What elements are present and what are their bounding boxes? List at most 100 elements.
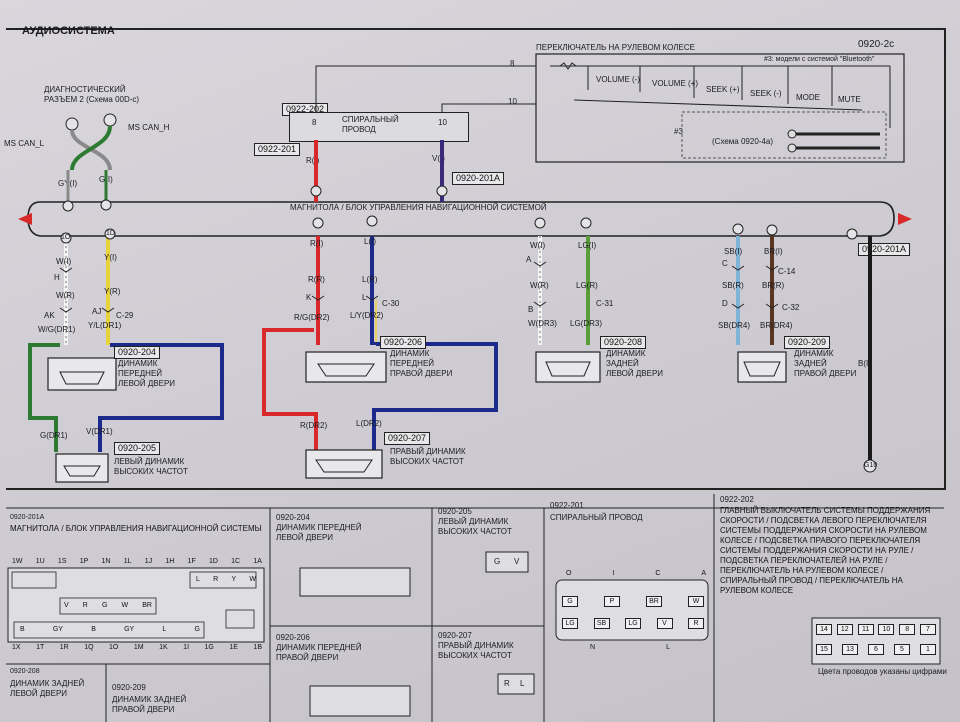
spiral-name-1: СПИРАЛЬНЫЙ	[342, 115, 399, 124]
node-1o: 1O	[61, 234, 71, 241]
c5-connector-body	[811, 617, 941, 665]
c1-pin-cell: G	[101, 602, 108, 609]
rl-wire-lgr: LG(R)	[576, 281, 598, 290]
c7-pin-r: R	[504, 679, 510, 688]
fl-name-1: ДИНАМИК	[118, 359, 158, 368]
right-arrow-icon	[898, 213, 912, 225]
c4-pin-cell: W	[688, 596, 704, 607]
wire-8-label: 8	[510, 59, 515, 68]
c6-connector-body	[309, 685, 411, 717]
c1-pin-label: 1J	[144, 558, 153, 565]
fl-split-ak: AK	[44, 311, 55, 320]
can-h-label: MS CAN_H	[128, 123, 170, 132]
c3-title-2: ВЫСОКИХ ЧАСТОТ	[438, 527, 512, 536]
c4-connector-body	[555, 579, 709, 641]
rr-wire-sbr: SB(R)	[722, 281, 744, 290]
c1-pin-label: 1C	[231, 558, 241, 565]
c4-pin-cell: G	[562, 596, 578, 607]
rl-name-1: ДИНАМИК	[606, 349, 646, 358]
fr-name-2: ПЕРЕДНЕЙ	[390, 359, 435, 368]
c1-pin-cell: BR	[142, 602, 152, 609]
fr-wire-rg: R/G(DR2)	[294, 313, 330, 322]
c5-pin-cell: 13	[842, 644, 858, 655]
c1-pin-label: 1H	[165, 558, 175, 565]
steering-switch-title: ПЕРЕКЛЮЧАТЕЛЬ НА РУЛЕВОМ КОЛЕСЕ	[536, 43, 695, 52]
diag-title: ДИАГНОСТИЧЕСКИЙ	[44, 85, 126, 94]
c7-title-2: ВЫСОКИХ ЧАСТОТ	[438, 651, 512, 660]
rr-wire-brdr4: BR(DR4)	[760, 321, 793, 330]
spiral-wire-r: R(I)	[306, 156, 320, 165]
c5-pin-cell: 15	[816, 644, 832, 655]
tr-wire-l: L(DR2)	[356, 419, 382, 428]
headunit-label: МАГНИТОЛА / БЛОК УПРАВЛЕНИЯ НАВИГАЦИОННО…	[290, 203, 547, 212]
rl-wire-wr: W(R)	[530, 281, 549, 290]
fl-wire-y: Y(I)	[104, 253, 117, 262]
c1-pin-label: 1E	[229, 644, 238, 651]
bluetooth-dashed-box	[681, 111, 887, 159]
tl-wire-v: V(DR1)	[86, 427, 113, 436]
c1-pin-cell: Y	[231, 576, 237, 583]
c2-connector-body	[299, 567, 411, 597]
rr-split-c: C	[722, 259, 728, 268]
c4-code: 0922-201	[550, 501, 584, 510]
fr-wire-rr: R(R)	[308, 275, 325, 284]
c3-pin-v: V	[514, 557, 520, 566]
c4-pin-label: A	[701, 570, 706, 577]
c3-pin-g: G	[494, 557, 501, 566]
spiral-pin-10: 10	[438, 118, 447, 127]
c5-pin-cell: 6	[868, 644, 884, 655]
rl-wire-lg: LG(I)	[578, 241, 597, 250]
ground-node: G10	[864, 462, 878, 469]
c4-pin-cell: SB	[593, 618, 610, 629]
c1-pin-label: 1B	[253, 644, 262, 651]
c1-pin-label: 1S	[57, 558, 67, 565]
c4-pin-cell: BR	[646, 596, 662, 607]
c3-code: 0920-205	[438, 507, 472, 516]
page-code: 0920-2с	[858, 39, 895, 50]
fr-name-1: ДИНАМИК	[390, 349, 430, 358]
c1-pin-cell: L	[162, 626, 167, 633]
rl-wire-w: W(I)	[530, 241, 546, 250]
page-right-border	[944, 28, 946, 490]
c1-pin-cell: GY	[52, 626, 63, 633]
c4-pin-label: N	[590, 644, 596, 651]
c1-pin-cell: L	[196, 576, 200, 583]
tl-name-2: ВЫСОКИХ ЧАСТОТ	[114, 467, 188, 476]
steering-switch-box	[535, 53, 905, 163]
c1-pin-cell: B	[91, 626, 96, 633]
c3-title-1: ЛЕВЫЙ ДИНАМИК	[438, 517, 509, 526]
fl-code: 0920-204	[114, 346, 161, 359]
rr-conn-c32: C-32	[782, 303, 800, 312]
tr-code: 0920-207	[384, 432, 431, 445]
switch-volume-minus: VOLUME (-)	[596, 75, 640, 84]
spiral-code-bottom: 0922-201	[254, 143, 301, 156]
c1-pin-label: 1N	[101, 558, 111, 565]
diag-subtitle: РАЗЪЕМ 2 (Схема 00D-c)	[44, 95, 140, 104]
c8-code: 0920-208	[10, 668, 40, 675]
rr-wire-brr: BR(R)	[762, 281, 785, 290]
fl-wire-yl: Y/L(DR1)	[88, 321, 122, 330]
steering-schema: (Схема 0920-4a)	[712, 137, 773, 146]
c5-pin-cell: 7	[919, 624, 936, 635]
c4-pin-label: L	[666, 644, 670, 651]
c7-title-1: ПРАВЫЙ ДИНАМИК	[438, 641, 514, 650]
rr-conn-c14: C-14	[778, 267, 796, 276]
bluetooth-note: #3: модели с системой "Bluetooth"	[764, 56, 875, 63]
fl-split-aj: AJ	[92, 307, 102, 316]
c1-pin-label: 1Q	[84, 644, 94, 651]
c2-code: 0920-204	[276, 513, 310, 522]
switch-seek-minus: SEEK (-)	[750, 89, 782, 98]
switch-volume-plus: VOLUME (+)	[652, 79, 699, 88]
c1-pin-cell: R	[82, 602, 88, 609]
c9-code: 0920-209	[112, 683, 146, 692]
c1-pin-label: 1P	[79, 558, 89, 565]
c1-pin-label: 1M	[133, 644, 144, 651]
